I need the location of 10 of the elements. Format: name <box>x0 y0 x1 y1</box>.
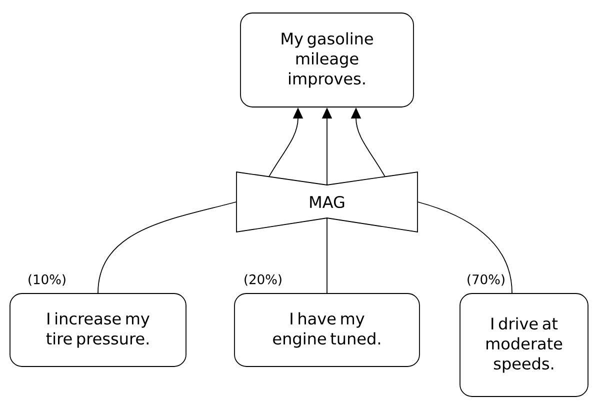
text-box: My gasoline mileage improves. <box>240 12 414 108</box>
connector-line <box>326 218 328 294</box>
text-box: I have my engine tuned. <box>234 293 420 367</box>
connector-line <box>98 202 236 294</box>
edge-label: (10%) <box>26 273 68 287</box>
edge-label: (70%) <box>465 273 507 287</box>
edge-label: (20%) <box>242 273 284 287</box>
text-box: I drive at moderate speeds. <box>460 293 588 397</box>
connector-line <box>418 202 512 294</box>
text-box: I increase my tire pressure. <box>10 293 186 367</box>
